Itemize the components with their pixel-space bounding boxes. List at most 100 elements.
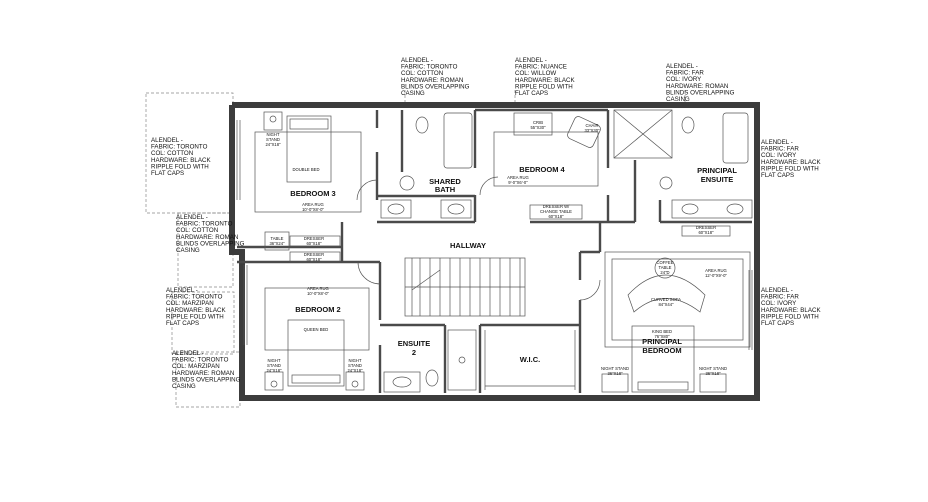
note-line: FLAT CAPS (151, 170, 184, 177)
label-night-stand-b2r-2: STAND (348, 363, 362, 368)
night-stand-b2-right (345, 371, 365, 391)
principal-ensuite (613, 109, 753, 219)
note-line: ALENDEL - (515, 57, 547, 64)
bedroom2 (243, 261, 381, 391)
note-line: FABRIC: FAR (761, 294, 799, 301)
note-line: FLAT CAPS (761, 320, 794, 327)
bedroom4 (479, 112, 601, 220)
label-dresser-pe-2: 60"X18" (698, 230, 714, 235)
principal-bedroom (579, 225, 753, 393)
label-dresser-b2: DRESSER (304, 252, 324, 257)
label-dresser-change-2: CHANGE TABLE (540, 209, 572, 214)
note-line: FABRIC: TORONTO (172, 357, 229, 364)
label-night-stand-b2l: NIGHT (267, 358, 280, 363)
note-line: HARDWARE: BLACK (761, 159, 821, 166)
note-line: ALENDEL - (761, 287, 793, 294)
label-area-rug-b2: AREA RUG (307, 286, 329, 291)
note-line: CASING (176, 247, 200, 254)
label-chair: CHAIR (585, 123, 598, 128)
note-line: COL: MARZIPAN (166, 300, 214, 307)
tub-ensuite (722, 112, 749, 164)
label-night-stand-b2r-3: 24"X18" (347, 368, 363, 373)
room-label-ensuite2-2: 2 (412, 348, 416, 357)
note-line: HARDWARE: BLACK (515, 77, 575, 84)
area-rug-pb (604, 251, 751, 348)
shower-ensuite2 (447, 329, 477, 391)
queen-bed (287, 319, 345, 387)
label-area-rug-b3: AREA RUG (302, 202, 324, 207)
note-line: HARDWARE: BLACK (151, 157, 211, 164)
note-line: HARDWARE: BLACK (761, 307, 821, 314)
bathtub (443, 112, 473, 169)
label-night-stand-b3-2: STAND (266, 137, 280, 142)
note-line: FLAT CAPS (166, 320, 199, 327)
label-curved-sofa: CURVED SOFA (651, 297, 681, 302)
label-coffee-table: COFFEE (657, 260, 674, 265)
label-area-rug-pb-2: 12'-0"X9'-0" (705, 273, 727, 278)
label-night-stand-b2r: NIGHT (348, 358, 361, 363)
night-stand-pb-left (601, 373, 629, 393)
toilet-shared (415, 116, 429, 134)
note-line: RIPPLE FOLD WITH (151, 163, 209, 170)
note-line: ALENDEL - (761, 139, 793, 146)
vanity-ensuite2 (383, 371, 421, 393)
pillows-king (637, 381, 689, 391)
door-swing-b2 (357, 261, 381, 285)
label-night-stand-pbr: NIGHT STAND (699, 366, 727, 371)
room-label-bedroom3: BEDROOM 3 (290, 189, 335, 198)
room-label-shared-bath-1: SHARED (429, 177, 461, 186)
room-label-principal-ensuite-1: PRINCIPAL (697, 166, 737, 175)
note-line: COL: MARZIPAN (172, 363, 220, 370)
shared-bath (380, 112, 473, 219)
interior-walls (237, 108, 752, 393)
note-line: CASING (401, 90, 425, 97)
label-chair-2: 33"X30" (584, 128, 600, 133)
vanity-shared-right (440, 199, 472, 219)
double-bed-b3 (286, 115, 332, 183)
note-line: FABRIC: TORONTO (176, 221, 233, 228)
note-line: HARDWARE: ROMAN (401, 77, 463, 84)
note-line: RIPPLE FOLD WITH (515, 83, 573, 90)
label-table-2: 36"X24" (269, 241, 285, 246)
toilet-ensuite (681, 116, 695, 134)
note-line: FABRIC: NUANCE (515, 64, 567, 71)
label-table: TABLE (271, 236, 284, 241)
area-rug-b3 (254, 131, 362, 213)
area-rug-b2 (264, 287, 370, 351)
label-area-rug-b3-2: 10'-0"X8'-0" (302, 207, 324, 212)
pillows-b3 (289, 118, 329, 130)
label-night-stand-pbr-2: 36"X18" (705, 371, 721, 376)
callout-box-bedroom2 (171, 291, 235, 355)
note-line: BLINDS OVERLAPPING (401, 83, 470, 90)
note-line: ALENDEL - (151, 137, 183, 144)
note-line: HARDWARE: BLACK (166, 307, 226, 314)
label-dresser-b2-2: 60"X18" (306, 257, 322, 262)
area-rug-b4 (493, 131, 599, 187)
crib (513, 112, 553, 136)
room-label-shared-bath-2: BATH (435, 185, 455, 194)
night-stand-b2-left (264, 371, 284, 391)
label-crib-2: 55"X30" (530, 125, 546, 130)
note-line: FABRIC: FAR (761, 146, 799, 153)
room-label-principal-bedroom-2: BEDROOM (642, 346, 681, 355)
note-line: FLAT CAPS (761, 172, 794, 179)
furniture-labels: DOUBLE BED NIGHT STAND 24"X18" AREA RUG … (265, 120, 727, 376)
label-dresser-change-3: 60"X18" (548, 214, 564, 219)
note-line: BLINDS OVERLAPPING (666, 89, 735, 96)
label-queen-bed: QUEEN BED (304, 327, 329, 332)
dresser-b3 (289, 235, 341, 247)
room-label-bedroom4: BEDROOM 4 (519, 165, 565, 174)
note-line: HARDWARE: ROMAN (172, 370, 234, 377)
note-line: COL: COTTON (176, 227, 218, 234)
note-line: BLINDS OVERLAPPING (176, 240, 245, 247)
curved-sofa (627, 274, 706, 313)
note-line: FABRIC: TORONTO (166, 294, 223, 301)
vanity-ensuite (671, 199, 753, 219)
night-stand-pb-right (699, 373, 727, 393)
label-night-stand-pbl: NIGHT STAND (601, 366, 629, 371)
